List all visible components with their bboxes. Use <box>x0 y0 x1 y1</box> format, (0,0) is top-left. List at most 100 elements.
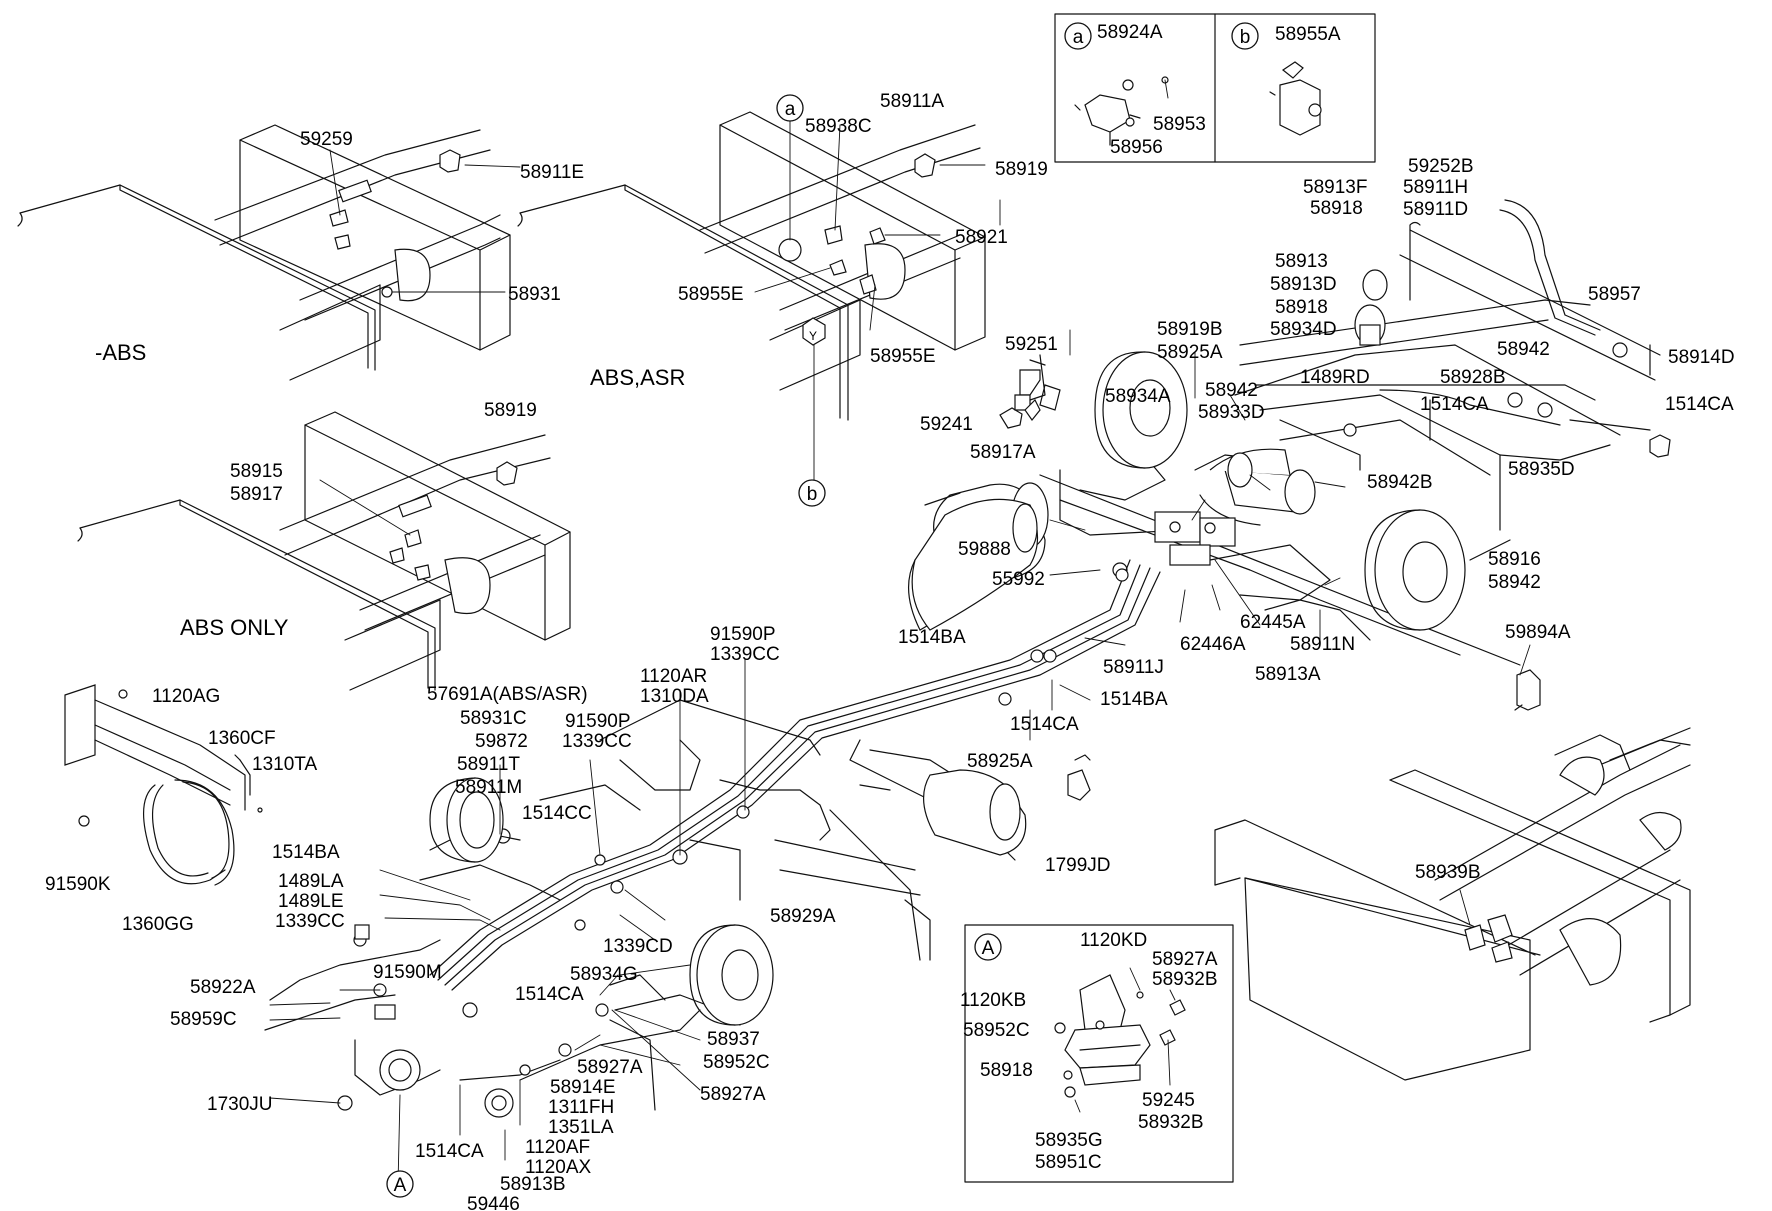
part-label: 59888 <box>958 539 1011 560</box>
part-label: 58942 <box>1205 380 1258 401</box>
part-label: 58959C <box>170 1009 237 1030</box>
part-label: 58911H <box>1403 177 1468 198</box>
part-label: 58933D <box>1198 402 1265 423</box>
part-label: 58921 <box>955 227 1008 248</box>
part-label: 1310DA <box>640 686 709 707</box>
part-label: 58935D <box>1508 459 1575 480</box>
part-label: 58917 <box>230 484 283 505</box>
part-label: 58931C <box>460 708 527 729</box>
part-label: 58932B <box>1152 969 1218 990</box>
part-label: 58918 <box>980 1060 1033 1081</box>
part-label: 59252B <box>1408 156 1474 177</box>
part-label: 58929A <box>770 906 836 927</box>
part-label: 62445A <box>1240 612 1306 633</box>
title-no-abs: -ABS <box>95 340 146 365</box>
part-label: 1120AR <box>640 666 707 687</box>
part-label: 1489RD <box>1300 367 1370 388</box>
callout-A-label: A <box>394 1175 407 1196</box>
part-label: 58942B <box>1367 472 1433 493</box>
part-label: 1339CD <box>603 936 673 957</box>
part-label: 58913 <box>1275 251 1328 272</box>
spare-wheel-bracket <box>64 684 263 886</box>
part-label: 91590P <box>710 624 776 645</box>
part-label: 58911E <box>520 162 584 183</box>
inset-A-box <box>964 924 1234 1183</box>
part-label: 1120AF <box>525 1137 590 1158</box>
frame-section-lower-right <box>1214 727 1691 1081</box>
part-label: 58956 <box>1110 137 1163 158</box>
section-titles: -ABS ABS,ASR ABS ONLY <box>95 340 685 640</box>
part-label: 58938C <box>805 116 872 137</box>
part-label: 58937 <box>707 1029 760 1050</box>
part-label: 1514CA <box>1420 394 1489 415</box>
part-label: 59251 <box>1005 334 1058 355</box>
inset-labels: 58924A 58953 58956 58955A 1120KD 58927A … <box>960 22 1341 1173</box>
part-label: 58952C <box>703 1052 770 1073</box>
inset-A-badge-label: A <box>982 938 995 959</box>
part-label: 59241 <box>920 414 973 435</box>
part-label: 91590K <box>45 874 111 895</box>
part-label: 58911J <box>1103 657 1164 678</box>
part-label: 1120AX <box>525 1157 592 1178</box>
part-label: 91590M <box>373 962 442 983</box>
part-label: 1514CA <box>415 1141 484 1162</box>
part-label: 58917A <box>970 442 1036 463</box>
part-label: 58922A <box>190 977 256 998</box>
part-label: 58927A <box>1152 949 1218 970</box>
part-labels: 59259 58911E 58931 58938C 58911A 58919 5… <box>45 91 1735 1211</box>
part-label: 58911N <box>1290 634 1355 655</box>
part-label: 58919 <box>995 159 1048 180</box>
part-label: 1360CF <box>208 728 276 749</box>
part-label: 58924A <box>1097 22 1163 43</box>
main-chassis-front <box>264 498 1039 1118</box>
part-label: 58952C <box>963 1020 1030 1041</box>
callout-a-label: a <box>785 99 796 120</box>
part-label: 58927A <box>700 1084 766 1105</box>
part-label: 1799JD <box>1045 855 1111 876</box>
part-label: 1351LA <box>548 1117 614 1138</box>
part-label: 58914E <box>550 1077 616 1098</box>
callout-a-circle <box>776 94 804 122</box>
part-label: 58934G <box>570 964 638 985</box>
part-label: 58953 <box>1153 114 1206 135</box>
frame-section-abs-only <box>77 411 571 691</box>
part-label: 58915 <box>230 461 283 482</box>
part-label: 1514CA <box>1010 714 1079 735</box>
inset-badges: a b A <box>974 22 1259 961</box>
part-label: 59894A <box>1505 622 1571 643</box>
part-label: 58913B <box>500 1174 566 1195</box>
part-label: 59259 <box>300 129 353 150</box>
part-label: 62446A <box>1180 634 1246 655</box>
part-label: 1489LA <box>278 871 344 892</box>
inset-A-badge <box>974 933 1002 961</box>
callout-markers: a b Y A <box>386 94 826 1198</box>
part-label: 59245 <box>1142 1090 1195 1111</box>
part-label: 1339CC <box>562 731 632 752</box>
part-label: 58955A <box>1275 24 1341 45</box>
part-label: 1120AG <box>152 686 220 707</box>
inset-b-badge <box>1231 22 1259 50</box>
part-label: 58934A <box>1105 386 1171 407</box>
part-label: 58913F <box>1303 177 1367 198</box>
callout-b-circle <box>798 479 826 507</box>
part-label: 58955E <box>678 284 744 305</box>
part-label: 58914D <box>1668 347 1735 368</box>
part-label: 58927A <box>577 1057 643 1078</box>
part-label: 1120KB <box>960 990 1026 1011</box>
inset-a-b-box <box>1054 13 1376 163</box>
part-label: 58928B <box>1440 367 1506 388</box>
part-label: 58939B <box>1415 862 1481 883</box>
inset-a-badge-label: a <box>1073 27 1084 48</box>
part-label: 55992 <box>992 569 1045 590</box>
part-label: 58916 <box>1488 549 1541 570</box>
leader-lines <box>269 199 1531 1186</box>
part-label: 58932B <box>1138 1112 1204 1133</box>
part-label: 58925A <box>967 751 1033 772</box>
part-label: 58931 <box>508 284 561 305</box>
part-label: 1120KD <box>1080 930 1147 951</box>
part-label: 58911D <box>1403 199 1468 220</box>
part-label: 58942 <box>1497 339 1550 360</box>
part-label: 1339CC <box>710 644 780 665</box>
part-label: 58951C <box>1035 1152 1102 1173</box>
